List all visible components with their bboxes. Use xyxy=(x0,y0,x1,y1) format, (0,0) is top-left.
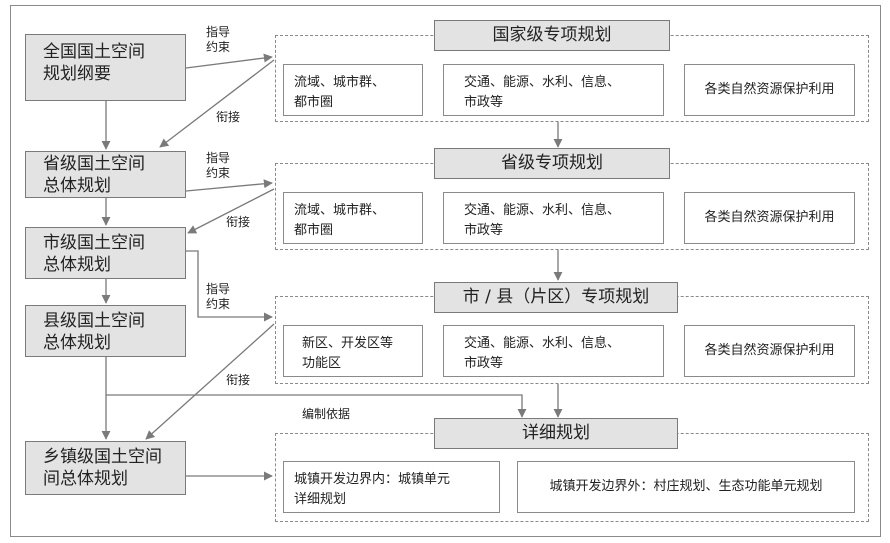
national-item-infrastructure-label: 交通、能源、水利、信息、 市政等 xyxy=(464,75,621,110)
provincial-item-infrastructure: 交通、能源、水利、信息、 市政等 xyxy=(443,192,664,244)
arrow-basis xyxy=(106,394,527,418)
provincial-master-plan-box: 省级国土空间 总体规划 xyxy=(25,151,186,198)
arrow-link-provincial xyxy=(187,188,275,234)
municipal-master-plan-box: 市级国土空间 总体规划 xyxy=(25,227,186,279)
diagram-frame xyxy=(10,5,881,537)
city-item-infrastructure: 交通、能源、水利、信息、 市政等 xyxy=(443,325,664,377)
township-master-plan-label: 乡镇级国土空间 间总体规划 xyxy=(43,447,162,489)
detailed-item-inside-boundary: 城镇开发边界内：城镇单元 详细规划 xyxy=(283,461,500,513)
arrow-link-national xyxy=(159,59,275,148)
guide-label-3: 指导 约束 xyxy=(206,282,231,311)
arrow-guide-national xyxy=(185,53,273,69)
guide-label-2: 指导 约束 xyxy=(206,151,231,180)
national-plan-outline-box: 全国国土空间 规划纲要 xyxy=(25,34,186,101)
arrow-link-county xyxy=(145,323,275,440)
city-county-special-plan-title: 市 / 县（片区）专项规划 xyxy=(434,282,678,313)
link-label-3: 衔接 xyxy=(226,373,251,387)
national-item-natural-resources-label: 各类自然资源保护利用 xyxy=(704,82,835,97)
arrow-guide-municipal-county xyxy=(186,250,273,322)
basis-label: 编制依据 xyxy=(302,407,351,421)
arrow-guide-provincial xyxy=(185,179,273,192)
provincial-item-basin-label: 流域、城市群、 都市圈 xyxy=(294,203,386,238)
national-item-natural-resources: 各类自然资源保护利用 xyxy=(684,64,855,116)
detailed-plan-title: 详细规划 xyxy=(434,418,678,449)
provincial-item-basin: 流域、城市群、 都市圈 xyxy=(283,192,423,244)
city-item-infrastructure-label: 交通、能源、水利、信息、 市政等 xyxy=(464,336,621,371)
city-item-new-district-label: 新区、开发区等 功能区 xyxy=(302,336,394,371)
provincial-special-plan-title: 省级专项规划 xyxy=(434,148,670,179)
city-item-natural-resources-label: 各类自然资源保护利用 xyxy=(704,343,835,358)
city-item-natural-resources: 各类自然资源保护利用 xyxy=(684,325,855,377)
guide-label-1: 指导 约束 xyxy=(206,25,231,54)
national-item-infrastructure: 交通、能源、水利、信息、 市政等 xyxy=(443,64,664,116)
township-master-plan-box: 乡镇级国土空间 间总体规划 xyxy=(25,441,186,495)
county-master-plan-label: 县级国土空间 总体规划 xyxy=(43,311,145,353)
national-item-basin: 流域、城市群、 都市圈 xyxy=(283,64,423,116)
provincial-item-infrastructure-label: 交通、能源、水利、信息、 市政等 xyxy=(464,203,621,238)
provincial-item-natural-resources-label: 各类自然资源保护利用 xyxy=(704,210,835,225)
municipal-master-plan-label: 市级国土空间 总体规划 xyxy=(43,233,145,275)
provincial-master-plan-label: 省级国土空间 总体规划 xyxy=(43,154,145,196)
detailed-item-inside-boundary-label: 城镇开发边界内：城镇单元 详细规划 xyxy=(294,472,451,507)
city-item-new-district: 新区、开发区等 功能区 xyxy=(283,325,423,377)
national-item-basin-label: 流域、城市群、 都市圈 xyxy=(294,75,386,110)
national-plan-outline-label: 全国国土空间 规划纲要 xyxy=(43,42,145,84)
county-master-plan-box: 县级国土空间 总体规划 xyxy=(25,305,186,357)
detailed-item-outside-boundary-label: 城镇开发边界外：村庄规划、生态功能单元规划 xyxy=(549,479,823,494)
detailed-item-outside-boundary: 城镇开发边界外：村庄规划、生态功能单元规划 xyxy=(517,461,855,513)
link-label-2: 衔接 xyxy=(226,215,251,229)
provincial-item-natural-resources: 各类自然资源保护利用 xyxy=(684,192,855,244)
national-special-plan-title: 国家级专项规划 xyxy=(434,20,670,51)
link-label-1: 衔接 xyxy=(216,110,241,124)
